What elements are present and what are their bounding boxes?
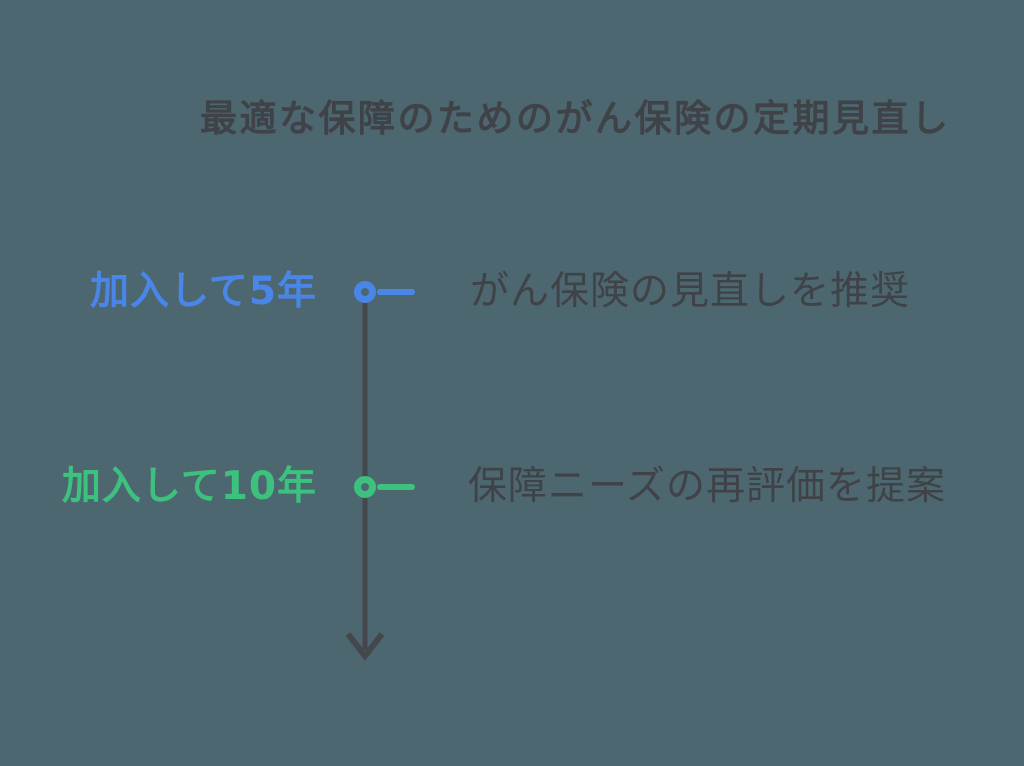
milestone-1-description: がん保険の見直しを推奨 (470, 269, 911, 314)
milestone-1-label: 加入して5年 (90, 269, 317, 314)
milestone-2-description: 保障ニーズの再評価を提案 (468, 464, 947, 509)
milestone-1-marker-icon (354, 281, 376, 303)
milestone-2-marker-icon (354, 476, 376, 498)
arrowhead-icon (345, 632, 385, 661)
milestone-1-connector (377, 289, 415, 295)
diagram-title: 最適な保障のためのがん保険の定期見直し (200, 97, 951, 140)
milestone-2-connector (377, 484, 415, 490)
milestone-2-label: 加入して10年 (61, 464, 317, 509)
